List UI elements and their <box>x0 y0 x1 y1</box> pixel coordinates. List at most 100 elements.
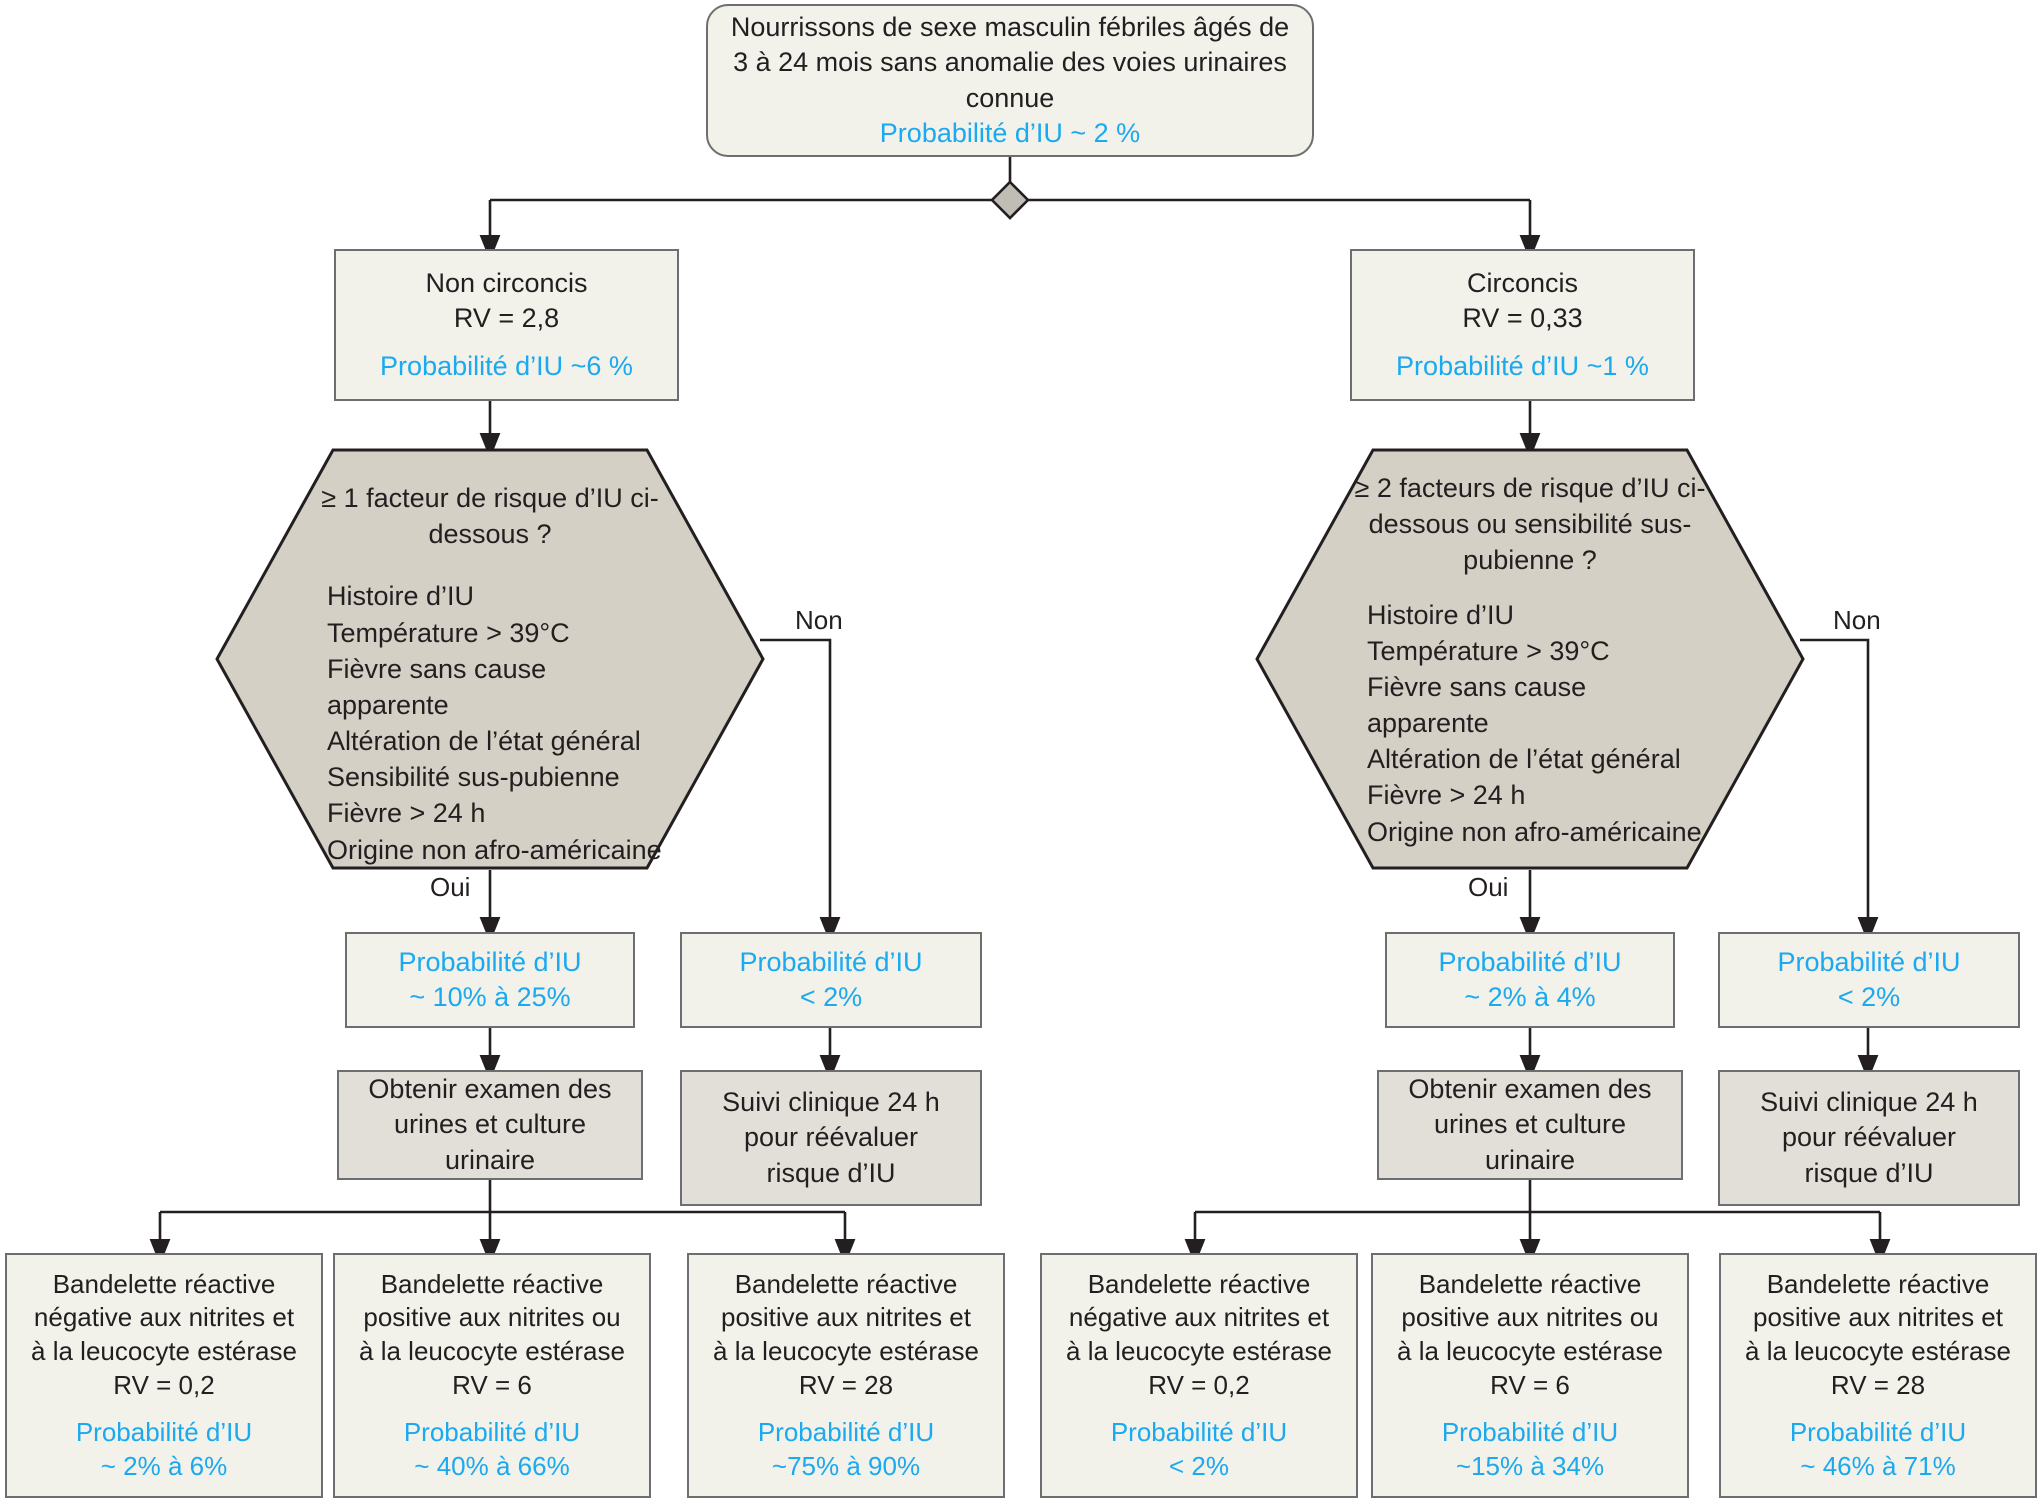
outcome-box-right-yes: Probabilité d’IU ~ 2% à 4% <box>1385 932 1675 1028</box>
result-line-1: Bandelette réactive <box>1766 1268 1990 1299</box>
outcome-left-yes-value: ~ 10% à 25% <box>409 982 571 1012</box>
branch-left-rv: RV = 2,8 <box>453 302 560 333</box>
result-rv: RV = 28 <box>798 1370 894 1400</box>
result-line-1: Bandelette réactive <box>734 1268 958 1299</box>
outcome-left-no-value: < 2% <box>799 982 863 1012</box>
action-right-followup-line-1: Suivi clinique 24 h <box>1760 1087 1978 1118</box>
factor-item: Histoire d’IU <box>1367 599 1515 630</box>
edge-label-left-oui: Oui <box>430 872 471 902</box>
action-left-followup-line-1: Suivi clinique 24 h <box>722 1087 940 1118</box>
result-line-3: à la leucocyte estérase <box>31 1336 297 1367</box>
result-line-3: à la leucocyte estérase <box>359 1336 625 1367</box>
result-rv: RV = 28 <box>1830 1370 1926 1400</box>
edge-label-left-non: Non <box>795 605 843 635</box>
decision-right-question-line-3: sus-pubienne ? <box>1463 509 1692 576</box>
result-prob-label: Probabilité d’IU <box>1110 1416 1288 1447</box>
outcome-box-left-yes: Probabilité d’IU ~ 10% à 25% <box>345 932 635 1028</box>
hexagon-shape-left <box>215 448 765 870</box>
action-right-followup-line-2: pour réévaluer <box>1781 1122 1957 1153</box>
edge-label-right-oui: Oui <box>1468 872 1509 902</box>
branch-box-circoncis: Circoncis RV = 0,33 Probabilité d’IU ~1 … <box>1350 249 1695 401</box>
result-box-right-negative: Bandelette réactive négative aux nitrite… <box>1040 1253 1358 1498</box>
edge-label-right-non: Non <box>1833 605 1881 635</box>
root-line-2: 3 à 24 mois sans anomalie des voies urin… <box>733 47 1287 78</box>
outcome-box-right-no: Probabilité d’IU < 2% <box>1718 932 2020 1028</box>
branch-left-probability: Probabilité d’IU ~6 % <box>380 351 633 382</box>
result-box-right-positive-or: Bandelette réactive positive aux nitrite… <box>1371 1253 1689 1498</box>
factor-item: Altération de l’état général <box>327 726 641 757</box>
action-box-left-test: Obtenir examen des urines et culture uri… <box>337 1070 643 1180</box>
split-diamond-icon <box>990 180 1030 220</box>
result-prob-label: Probabilité d’IU <box>1789 1416 1967 1447</box>
result-line-2: positive aux nitrites et <box>720 1302 971 1333</box>
result-prob-value: ~75% à 90% <box>771 1450 921 1481</box>
result-line-3: à la leucocyte estérase <box>1745 1336 2011 1367</box>
decision-hexagon-left: ≥ 1 facteur de risque d’IU ci-dessous ? … <box>215 448 765 870</box>
outcome-right-no-label: Probabilité d’IU <box>1777 946 1961 977</box>
branch-right-rv: RV = 0,33 <box>1462 302 1583 333</box>
result-box-right-positive-and: Bandelette réactive positive aux nitrite… <box>1719 1253 2037 1498</box>
action-left-followup-line-3: risque d’IU <box>766 1157 896 1188</box>
result-box-left-positive-or: Bandelette réactive positive aux nitrite… <box>333 1253 651 1498</box>
result-line-1: Bandelette réactive <box>380 1268 604 1299</box>
result-prob-label: Probabilité d’IU <box>403 1416 581 1447</box>
result-prob-value: ~15% à 34% <box>1455 1450 1605 1481</box>
result-line-3: à la leucocyte estérase <box>1066 1336 1332 1367</box>
result-rv: RV = 0,2 <box>113 1370 215 1400</box>
result-line-1: Bandelette réactive <box>1418 1268 1642 1299</box>
factor-item: Sensibilité sus-pubienne <box>327 762 620 793</box>
action-box-left-followup: Suivi clinique 24 h pour réévaluer risqu… <box>680 1070 982 1206</box>
result-prob-value: ~ 2% à 6% <box>100 1450 228 1481</box>
outcome-right-yes-label: Probabilité d’IU <box>1438 946 1622 977</box>
factor-item: Histoire d’IU <box>327 581 475 612</box>
root-population-box: Nourrissons de sexe masculin fébriles âg… <box>706 4 1314 157</box>
branch-right-probability: Probabilité d’IU ~1 % <box>1396 351 1649 382</box>
result-rv: RV = 6 <box>452 1370 532 1400</box>
result-prob-value: ~ 46% à 71% <box>1800 1450 1956 1481</box>
outcome-left-yes-label: Probabilité d’IU <box>398 946 582 977</box>
result-rv: RV = 0,2 <box>1148 1370 1250 1400</box>
decision-right-question-line-2: ci-dessous ou sensibilité <box>1368 473 1706 540</box>
decision-left-question-line-2: d’IU ci-dessous ? <box>428 483 659 550</box>
factor-item: Fièvre > 24 h <box>1367 780 1526 811</box>
branch-right-title: Circoncis <box>1466 267 1579 298</box>
result-line-1: Bandelette réactive <box>1087 1268 1311 1299</box>
factor-item: Origine non afro-américaine <box>1367 816 1702 847</box>
outcome-left-no-label: Probabilité d’IU <box>739 946 923 977</box>
root-line-3: connue <box>965 82 1055 113</box>
result-line-2: positive aux nitrites ou <box>1401 1302 1659 1333</box>
factor-item: Température > 39°C <box>327 617 570 648</box>
result-box-left-negative: Bandelette réactive négative aux nitrite… <box>5 1253 323 1498</box>
action-left-followup-line-2: pour réévaluer <box>743 1122 919 1153</box>
decision-right-question: ≥ 2 facteurs de risque d’IU ci-dessous o… <box>1345 470 1715 579</box>
result-prob-value: < 2% <box>1169 1450 1229 1481</box>
root-probability: Probabilité d’IU ~ 2 % <box>879 117 1141 148</box>
factor-item: Fièvre sans cause apparente <box>327 653 547 720</box>
factor-item: Fièvre sans cause apparente <box>1367 671 1587 739</box>
result-prob-label: Probabilité d’IU <box>1441 1416 1619 1447</box>
decision-right-question-line-1: ≥ 2 facteurs de risque d’IU <box>1354 473 1670 503</box>
decision-left-question: ≥ 1 facteur de risque d’IU ci-dessous ? <box>305 480 675 552</box>
root-line-1: Nourrissons de sexe masculin fébriles âg… <box>730 12 1290 43</box>
result-line-2: positive aux nitrites et <box>1752 1302 2003 1333</box>
action-left-test-line-1: Obtenir examen des <box>368 1074 612 1105</box>
factor-item: Altération de l’état général <box>1367 744 1681 775</box>
outcome-right-yes-value: ~ 2% à 4% <box>1464 982 1596 1012</box>
outcome-box-left-no: Probabilité d’IU < 2% <box>680 932 982 1028</box>
action-left-test-line-2: urines et culture urinaire <box>393 1109 587 1175</box>
result-prob-label: Probabilité d’IU <box>75 1416 253 1447</box>
action-right-test-line-2: urines et culture urinaire <box>1433 1109 1627 1175</box>
decision-right-factor-list: Histoire d’IU Température > 39°C Fièvre … <box>1345 597 1715 850</box>
outcome-right-no-value: < 2% <box>1837 982 1901 1012</box>
action-right-test-line-1: Obtenir examen des <box>1408 1074 1652 1105</box>
decision-hexagon-right: ≥ 2 facteurs de risque d’IU ci-dessous o… <box>1255 448 1805 870</box>
decision-left-question-line-1: ≥ 1 facteur de risque <box>321 483 568 513</box>
result-line-3: à la leucocyte estérase <box>713 1336 979 1367</box>
branch-left-title: Non circoncis <box>425 267 588 298</box>
result-prob-value: ~ 40% à 66% <box>414 1450 570 1481</box>
result-line-2: négative aux nitrites et <box>33 1302 295 1333</box>
result-line-1: Bandelette réactive <box>52 1268 276 1299</box>
result-box-left-positive-and: Bandelette réactive positive aux nitrite… <box>687 1253 1005 1498</box>
factor-item: Fièvre > 24 h <box>327 798 486 829</box>
